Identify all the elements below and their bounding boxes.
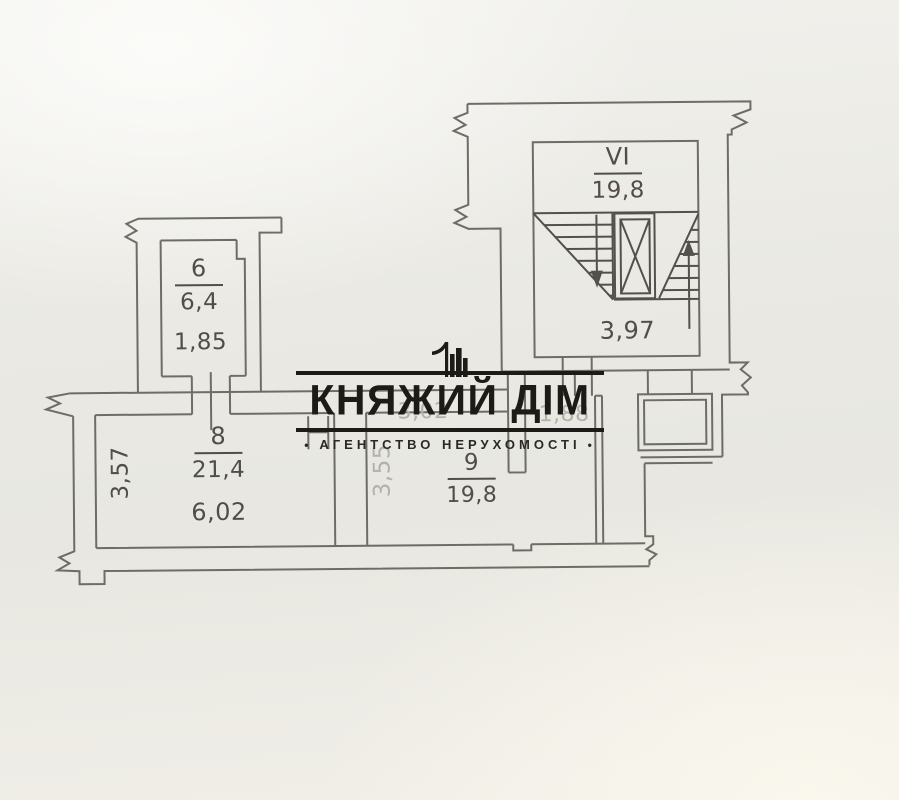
room6-width-dim: 1,85 [173,328,228,356]
tagline-left-bullet: • [304,438,313,452]
room-number: 8 [194,422,243,455]
staircase [532,210,700,329]
room-area: 6,4 [179,289,219,316]
vent-shaft [636,392,714,452]
brand-tagline: • АГЕНТСТВО НЕРУХОМОСТІ • [293,437,607,452]
building-skyline-icon [432,342,468,377]
rooms-8-9-walls [42,372,650,586]
stairwell-walls [451,100,753,457]
tagline-text: АГЕНТСТВО НЕРУХОМОСТІ [319,437,581,452]
room-area: 19,8 [446,482,498,509]
room-6-walls [123,216,283,393]
room6-label: 6 6,4 [163,254,236,316]
room-area: 19,8 [591,177,645,204]
radiator-symbol [307,416,330,450]
agency-watermark: КНЯЖИЙ ДІМ • АГЕНТСТВО НЕРУХОМОСТІ • [293,340,607,468]
stairwell-room-label: VI 19,8 [582,142,655,204]
room-area: 21,4 [191,456,246,484]
stair-down-arrow [590,270,603,288]
room-number: VI [593,142,643,175]
room-number: 6 [174,254,223,287]
tagline-right-bullet: • [587,438,596,452]
stair-up-arrow [682,239,695,256]
brand-wordmark: КНЯЖИЙ ДІМ [309,376,591,424]
room8-depth-dim: 3,57 [107,446,134,500]
room8-label: 8 21,4 [182,422,255,484]
elevator-shaft [613,212,657,300]
room8-width-dim: 6,02 [191,497,247,527]
entry-lobby-walls [506,371,723,566]
watermark-bottom-rule [296,428,604,432]
